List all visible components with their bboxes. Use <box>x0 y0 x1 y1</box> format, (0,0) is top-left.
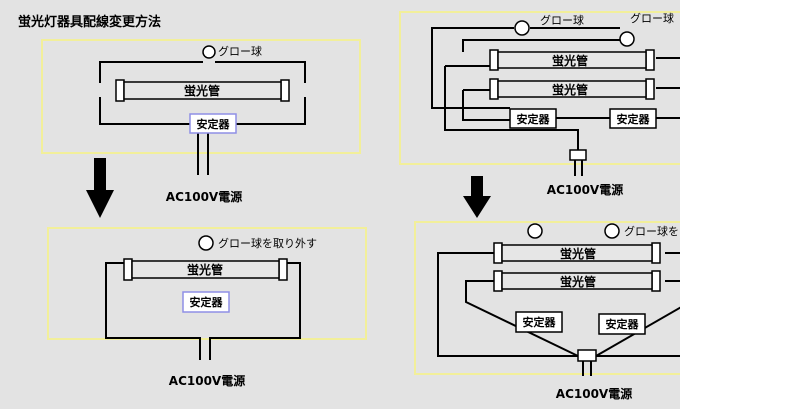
connector-block <box>569 149 587 161</box>
tube-end-cap <box>651 270 661 292</box>
ballast-label: 安定器 <box>606 317 640 331</box>
tube-end-cap <box>493 270 503 292</box>
panel-border <box>41 39 361 154</box>
ballast-box <box>515 311 563 333</box>
panel-border <box>414 221 680 375</box>
ballast-box <box>189 113 237 134</box>
wire <box>444 66 579 150</box>
removed-glow-label: グロー球を取り外す <box>218 236 317 250</box>
tube-label: 蛍光管 <box>552 53 588 68</box>
down-arrow-icon <box>463 176 491 218</box>
power-source-label: AC100V電源 <box>166 189 242 204</box>
glow-bulb-icon <box>619 31 635 47</box>
tube-end-cap <box>280 79 290 102</box>
glow-bulb-label: グロー球 <box>630 11 674 25</box>
glow-bulb-label: グロー球 <box>218 44 262 58</box>
double-before-panel: グロー球 グロー球 蛍光管 蛍光管 安定器 安定器 <box>399 11 680 176</box>
fluorescent-tube <box>497 80 647 98</box>
fluorescent-tube <box>501 272 653 290</box>
tube-label: 蛍光管 <box>560 274 596 289</box>
wire <box>437 252 578 357</box>
tube-end-cap <box>489 49 499 71</box>
tube-label: 蛍光管 <box>184 83 220 98</box>
wire <box>462 39 620 52</box>
ballast-box <box>609 108 657 129</box>
tube-end-cap <box>651 242 661 264</box>
panel-border <box>399 11 680 165</box>
wire <box>215 61 306 83</box>
removed-glow-label: グロー球を <box>624 224 679 238</box>
connector-block <box>577 349 597 362</box>
panel-border <box>47 227 367 340</box>
fluorescent-tube <box>123 81 282 100</box>
ballast-label: 安定器 <box>523 315 557 329</box>
double-after-panel: グロー球を 蛍光管 蛍光管 安定器 安定器 <box>414 221 680 376</box>
wire <box>99 61 203 83</box>
fluorescent-tube <box>497 51 647 69</box>
tube-label: 蛍光管 <box>560 246 596 261</box>
glow-bulb-label: グロー球 <box>540 13 584 27</box>
wire <box>462 90 510 121</box>
removed-glow-bulb-icon <box>604 223 620 239</box>
tube-end-cap <box>645 49 655 71</box>
fluorescent-tube <box>131 260 280 279</box>
tube-end-cap <box>645 78 655 100</box>
tube-end-cap <box>115 79 125 102</box>
wire <box>99 97 190 125</box>
glow-bulb-icon <box>202 45 216 59</box>
ballast-label: 安定器 <box>517 112 551 126</box>
ballast-box <box>509 108 557 129</box>
tube-label: 蛍光管 <box>552 82 588 97</box>
removed-glow-bulb-icon <box>198 235 214 251</box>
wire <box>209 262 301 360</box>
power-source-label: AC100V電源 <box>556 386 632 401</box>
ballast-box <box>598 313 646 335</box>
tube-label: 蛍光管 <box>187 262 223 277</box>
ballast-label: 安定器 <box>617 112 651 126</box>
tube-end-cap <box>493 242 503 264</box>
ballast-box <box>182 291 230 313</box>
single-before-panel: グロー球 蛍光管 安定器 <box>41 39 361 175</box>
page-title: 蛍光灯器具配線変更方法 <box>18 14 161 30</box>
fluorescent-tube <box>501 244 653 262</box>
down-arrow-icon <box>86 158 114 218</box>
tube-end-cap <box>278 258 288 281</box>
power-source-label: AC100V電源 <box>169 373 245 388</box>
wire <box>431 27 514 52</box>
glow-bulb-icon <box>514 20 530 36</box>
wire <box>431 52 510 109</box>
wire <box>236 97 306 125</box>
single-after-panel: グロー球を取り外す 蛍光管 安定器 <box>47 227 367 360</box>
power-source-label: AC100V電源 <box>547 182 623 197</box>
tube-end-cap <box>489 78 499 100</box>
ballast-label: 安定器 <box>190 295 224 309</box>
removed-glow-bulb-icon <box>527 223 543 239</box>
wire <box>105 262 201 360</box>
tube-end-cap <box>123 258 133 281</box>
ballast-label: 安定器 <box>197 117 231 131</box>
